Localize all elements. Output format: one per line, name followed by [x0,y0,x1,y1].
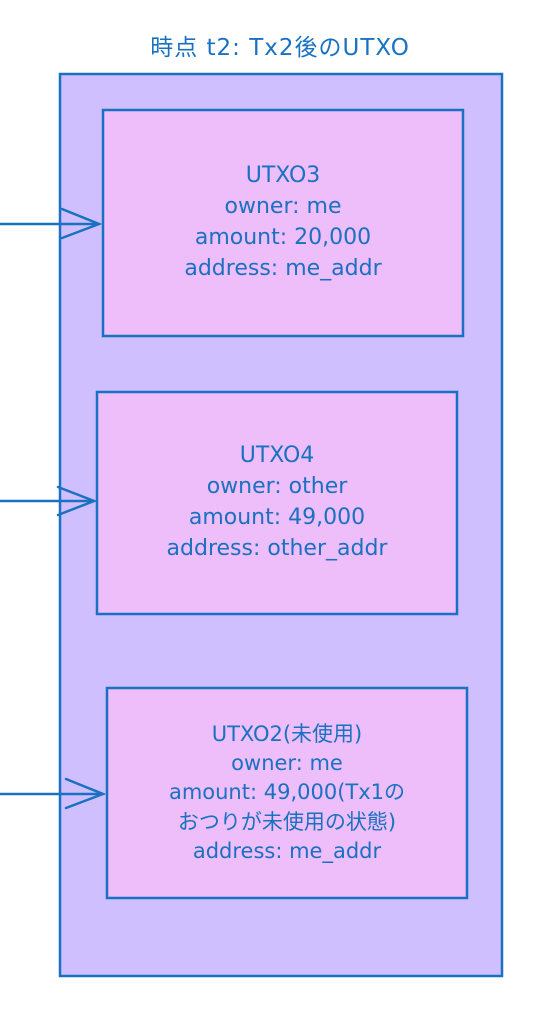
utxo2-address: address: me_addr [192,839,382,864]
arrow-to-utxo3 [0,207,103,240]
utxo4-name: UTXO4 [239,443,315,469]
arrow-to-utxo4 [0,485,98,517]
utxo4-box: UTXO4 owner: other amount: 49,000 addres… [97,392,457,614]
utxo2-owner: owner: me [231,750,343,775]
arrow-to-utxo2 [0,777,107,810]
diagram-title: 時点 t2: Tx2後のUTXO [150,35,410,61]
utxo3-box: UTXO3 owner: me amount: 20,000 address: … [103,110,463,336]
utxo4-address: address: other_addr [166,535,388,561]
utxo3-name: UTXO3 [245,163,321,189]
utxo4-amount: amount: 49,000 [188,505,366,530]
utxo3-amount: amount: 20,000 [194,225,372,250]
utxo4-box-shape [95,390,459,616]
utxo3-owner: owner: me [224,194,342,220]
utxo2-amount-note: おつりが未使用の状態) [177,809,397,834]
utxo4-owner: owner: other [206,474,348,500]
utxo3-box-shape [101,108,465,338]
utxo2-box-shape [105,686,469,900]
utxo2-name: UTXO2(未使用) [211,721,363,746]
utxo2-box: UTXO2(未使用) owner: me amount: 49,000(Tx1の… [107,688,467,898]
utxo2-amount: amount: 49,000(Tx1の [168,780,406,805]
utxo3-address: address: me_addr [184,255,382,281]
